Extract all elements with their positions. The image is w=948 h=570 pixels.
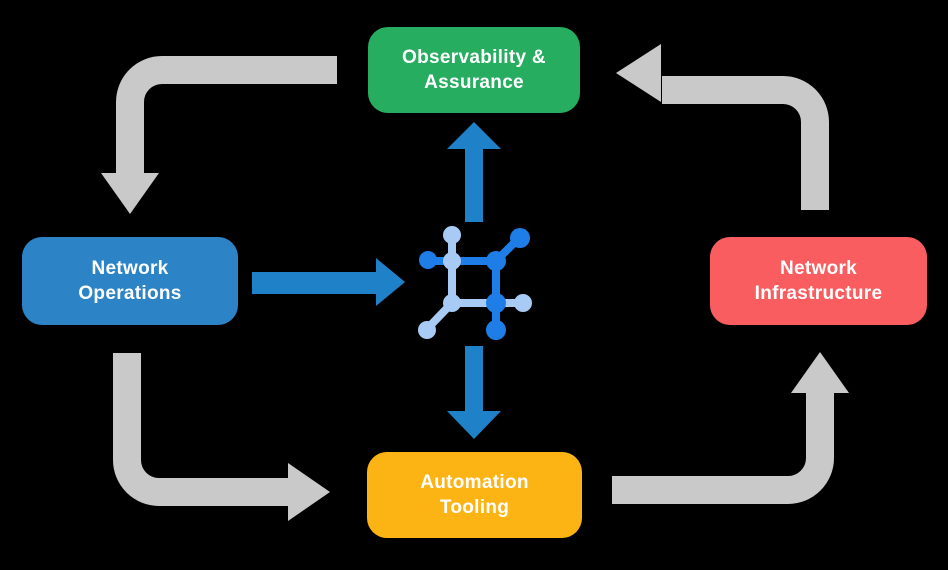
arrow-operations-to-automation (113, 353, 289, 506)
network-device-icon (418, 226, 532, 340)
node-network-operations: Network Operations (22, 237, 238, 325)
node-observability-assurance: Observability & Assurance (368, 27, 580, 113)
arrowhead-down-icon (101, 173, 159, 214)
arrow-center-to-automation-shaft (465, 346, 483, 412)
icon-node-bottomright (486, 293, 506, 313)
arrow-operations-to-center-shaft (252, 272, 376, 294)
icon-dot-north (443, 226, 461, 244)
gray-arrow-heads (101, 44, 849, 521)
arrowhead-left-icon (616, 44, 661, 102)
icon-dot-southwest (418, 321, 436, 339)
blue-hub-arrows (252, 122, 501, 439)
node-automation-tooling: Automation Tooling (367, 452, 582, 538)
node-label-line1: Network (91, 258, 169, 279)
icon-dot-east (514, 294, 532, 312)
gray-arrow-strokes (113, 56, 834, 506)
node-label-line2: Assurance (424, 72, 524, 93)
node-label-line1: Automation (420, 472, 529, 493)
node-label-line2: Operations (78, 283, 182, 304)
node-label-line1: Observability & (402, 47, 546, 68)
icon-node-topright (486, 251, 506, 271)
arrow-center-to-observability-shaft (465, 148, 483, 222)
network-icon-dark-dots (419, 228, 530, 340)
icon-dot-west (419, 251, 437, 269)
arrowhead-right-icon (288, 463, 330, 521)
icon-dot-northeast (510, 228, 530, 248)
arrow-observability-to-operations (116, 56, 337, 174)
arrow-center-to-automation-head (447, 411, 501, 439)
network-icon-light-dots (418, 226, 532, 339)
node-label-line2: Infrastructure (754, 283, 883, 304)
icon-dot-south (486, 320, 506, 340)
node-label-line2: Tooling (439, 497, 510, 518)
arrow-automation-to-infrastructure (612, 392, 834, 504)
node-label-line1: Network (779, 258, 858, 279)
arrowhead-up-icon (791, 352, 849, 393)
icon-node-bottomleft (443, 294, 461, 312)
arrow-operations-to-center-head (376, 258, 405, 306)
arrow-center-to-observability-head (447, 122, 501, 149)
icon-node-topleft (443, 252, 461, 270)
node-network-infrastructure: Network Infrastructure (710, 237, 927, 325)
arrow-infrastructure-to-observability (662, 76, 829, 210)
